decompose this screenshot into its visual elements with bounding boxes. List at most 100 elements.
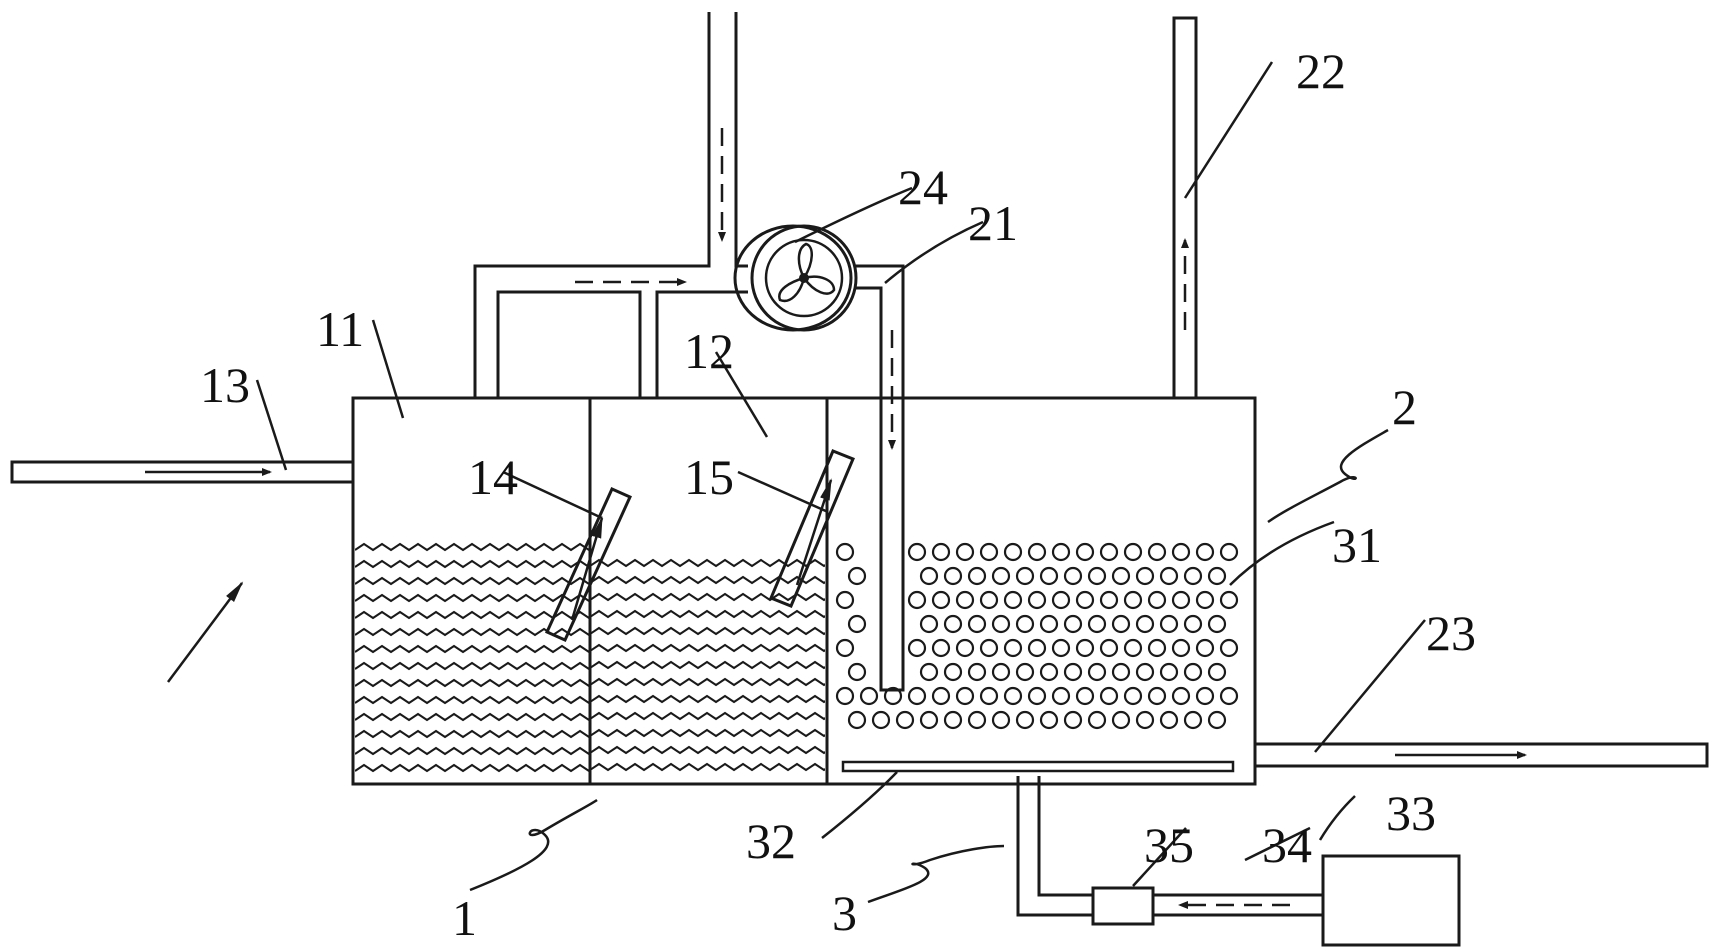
packing-ball [991, 662, 1011, 682]
packing-ball [1183, 614, 1203, 634]
packing-ball [943, 614, 963, 634]
packing-ball [1015, 662, 1035, 682]
packing-ball [1135, 662, 1155, 682]
fan-icon [778, 242, 836, 303]
label-21: 21 [968, 195, 1018, 251]
packing-ball [871, 710, 891, 730]
packing-ball [907, 542, 927, 562]
packing-ball [1159, 566, 1179, 586]
liquid-wave-line [591, 626, 825, 636]
packing-ball [1015, 566, 1035, 586]
packing-balls-31 [835, 542, 1239, 730]
liquid-chamber-12 [591, 558, 825, 772]
packing-ball [1207, 710, 1227, 730]
packing-ball [1135, 614, 1155, 634]
packing-ball [1087, 566, 1107, 586]
liquid-wave-line [355, 729, 589, 739]
gas-supply-3 [1016, 776, 1461, 947]
label-1: 1 [452, 890, 477, 946]
leader-lines [255, 61, 1426, 904]
packing-ball [931, 638, 951, 658]
packing-ball [1087, 662, 1107, 682]
packing-ball [955, 638, 975, 658]
packing-ball [907, 590, 927, 610]
liquid-wave-line [355, 542, 589, 552]
packing-ball [1183, 566, 1203, 586]
packing-ball [907, 638, 927, 658]
packing-ball [943, 710, 963, 730]
label-35: 35 [1144, 817, 1194, 873]
packing-ball [967, 710, 987, 730]
packing-ball [1147, 686, 1167, 706]
packing-ball [1195, 590, 1215, 610]
liquid-wave-line [355, 576, 589, 586]
packing-ball [1039, 614, 1059, 634]
label-33: 33 [1386, 785, 1436, 841]
packing-ball [1171, 542, 1191, 562]
packing-ball [1003, 542, 1023, 562]
packing-ball [835, 638, 855, 658]
packing-ball [1051, 542, 1071, 562]
packing-ball [1171, 638, 1191, 658]
packing-ball [955, 542, 975, 562]
packing-ball [1003, 638, 1023, 658]
packing-ball [1015, 614, 1035, 634]
label-3: 3 [832, 885, 857, 941]
packing-ball [1039, 662, 1059, 682]
packing-ball [1075, 638, 1095, 658]
packing-ball [1147, 590, 1167, 610]
outlet-pipe-23 [1253, 742, 1709, 768]
liquid-wave-line [355, 644, 589, 654]
packing-ball [1195, 686, 1215, 706]
exhaust-pipe-22 [1172, 16, 1198, 398]
packing-ball [847, 614, 867, 634]
liquid-wave-line [355, 712, 589, 722]
packing-ball [1039, 710, 1059, 730]
valve-35 [1091, 886, 1155, 926]
packing-ball [1219, 686, 1239, 706]
packing-ball [1075, 542, 1095, 562]
liquid-wave-line [591, 558, 825, 568]
packing-ball [1123, 638, 1143, 658]
fan-24 [733, 224, 858, 332]
packing-ball [967, 614, 987, 634]
label-24: 24 [898, 159, 948, 215]
packing-ball [847, 662, 867, 682]
liquid-wave-line [355, 678, 589, 688]
packing-ball [991, 710, 1011, 730]
packing-ball [955, 590, 975, 610]
packing-ball [1195, 542, 1215, 562]
packing-ball [931, 590, 951, 610]
packing-ball [991, 566, 1011, 586]
packing-ball [1087, 614, 1107, 634]
packing-ball [1099, 590, 1119, 610]
packing-ball [1015, 710, 1035, 730]
liquid-wave-line [355, 695, 589, 705]
packing-ball [1099, 542, 1119, 562]
packing-ball [943, 662, 963, 682]
packing-ball [1075, 686, 1095, 706]
packing-ball [1171, 590, 1191, 610]
packing-ball [1135, 710, 1155, 730]
tube-14 [545, 487, 632, 642]
packing-ball [919, 710, 939, 730]
packing-ball [1219, 638, 1239, 658]
liquid-wave-line [355, 610, 589, 620]
label-2: 2 [1392, 379, 1417, 435]
liquid-wave-line [591, 592, 825, 602]
packing-ball [1159, 614, 1179, 634]
packing-ball [1123, 542, 1143, 562]
packing-ball [1219, 542, 1239, 562]
packing-ball [1135, 566, 1155, 586]
packing-ball [967, 566, 987, 586]
label-14: 14 [468, 449, 518, 505]
packing-ball [1039, 566, 1059, 586]
packing-ball [859, 686, 879, 706]
liquid-wave-line [355, 559, 589, 569]
distributor-plate-32 [841, 760, 1235, 773]
packing-ball [1195, 638, 1215, 658]
liquid-wave-line [355, 627, 589, 637]
packing-ball [1123, 686, 1143, 706]
packing-ball [1111, 614, 1131, 634]
packing-ball [1207, 614, 1227, 634]
